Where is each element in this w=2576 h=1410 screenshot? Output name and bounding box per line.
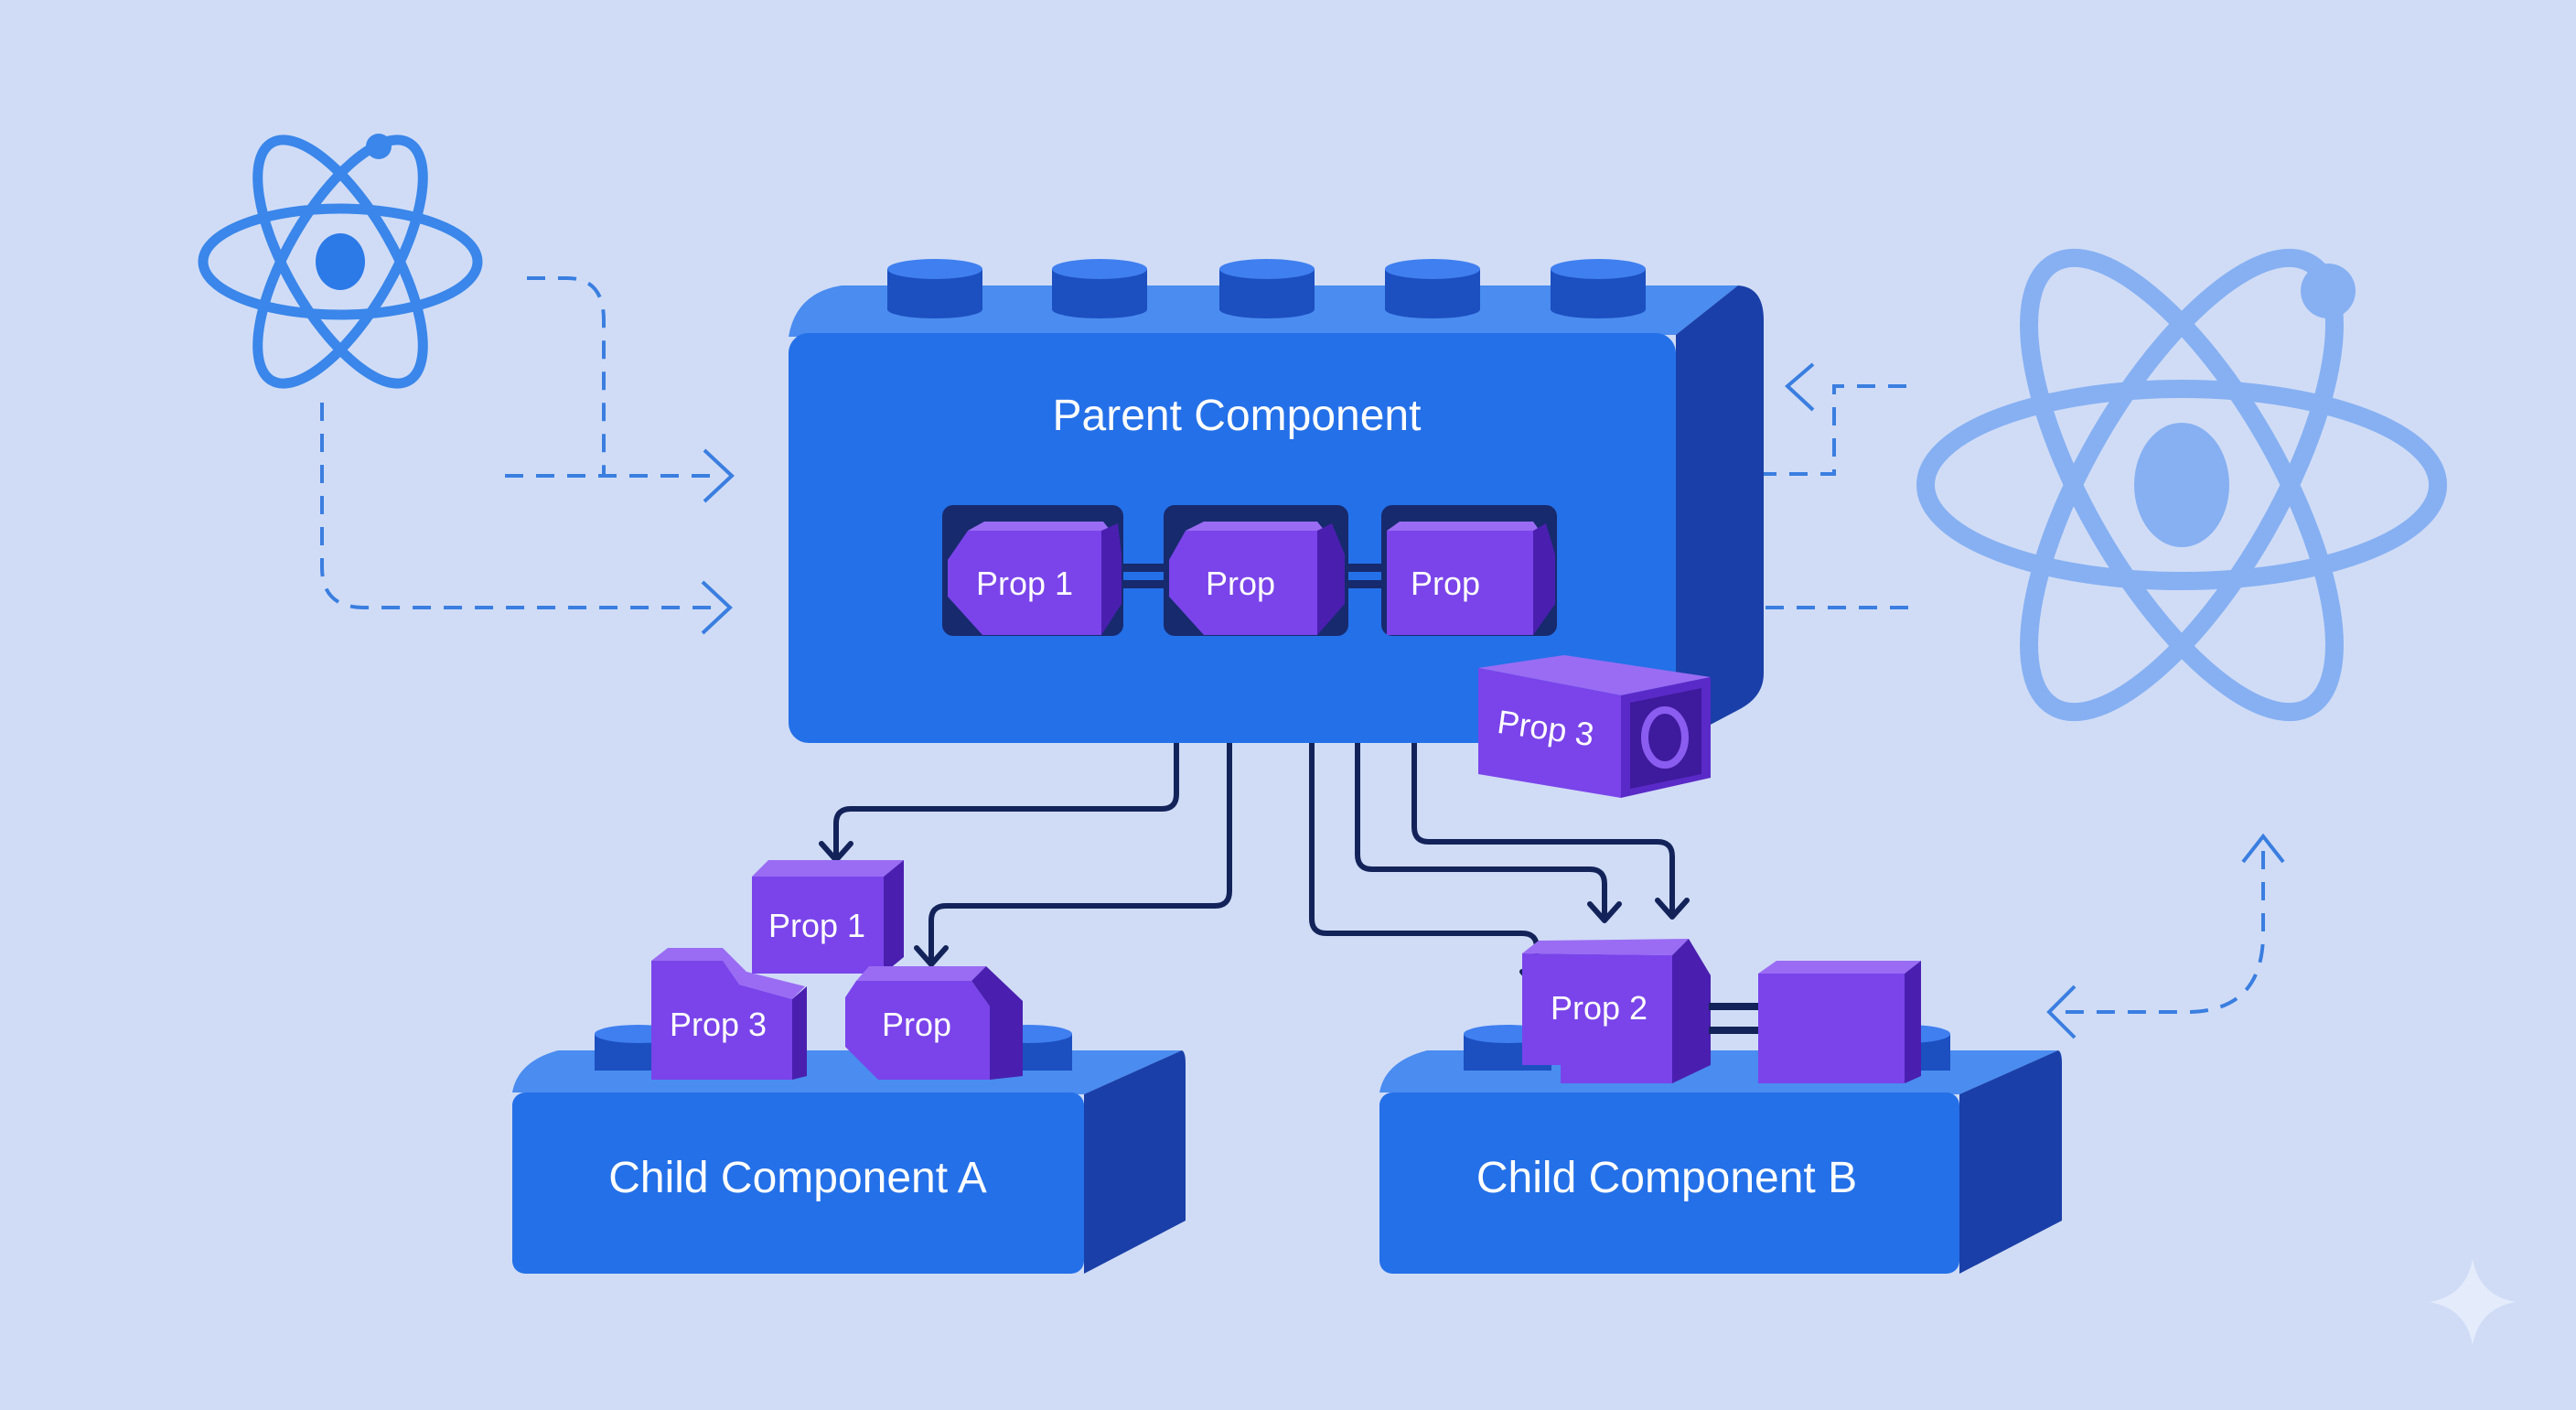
prop-top	[856, 966, 986, 981]
connector-line	[1355, 743, 1607, 917]
arrowhead-left-icon	[1784, 362, 1815, 412]
prop-front	[1169, 531, 1317, 635]
prop-side	[792, 986, 807, 1080]
atom-nucleus	[316, 233, 365, 290]
stud	[887, 259, 982, 318]
stud	[1551, 259, 1646, 318]
prop-front	[1478, 668, 1621, 798]
prop-connector	[1709, 1027, 1760, 1034]
prop-side	[884, 860, 904, 974]
dashed-arrowheads-left	[701, 448, 735, 635]
connector-line	[1411, 743, 1675, 913]
child-component-a-block[interactable]: Prop 3 Prop 1 Prop Child Component A	[512, 860, 1186, 1274]
atom-orbit	[252, 135, 428, 389]
prop-front	[948, 531, 1101, 635]
connector-line	[833, 743, 1179, 856]
prop-label: Prop	[1206, 565, 1275, 602]
prop-side	[1533, 523, 1555, 635]
stud	[1219, 259, 1315, 318]
child-b-prop-empty[interactable]	[1758, 961, 1921, 1083]
prop-side	[1317, 523, 1345, 635]
prop-front	[1758, 974, 1905, 1083]
socket-ring-icon	[1641, 706, 1689, 769]
child-a-prop-1[interactable]: Prop 1	[752, 860, 904, 974]
parent-component-label: Parent Component	[1053, 392, 1422, 440]
parent-prop-1[interactable]: Prop 1	[948, 522, 1122, 635]
connector-line	[1309, 743, 1540, 985]
sparkle-icon	[2430, 1259, 2516, 1345]
parent-prop-3[interactable]: Prop	[1387, 522, 1555, 635]
prop-top	[752, 860, 904, 877]
dashed-flow-left	[320, 276, 723, 609]
parent-component-block[interactable]: Parent Component Prop 1 Prop	[789, 259, 1764, 743]
atom-nucleus	[2134, 423, 2229, 547]
connector-line	[928, 743, 1232, 961]
child-a-prop-2[interactable]: Prop	[845, 966, 1023, 1080]
atom-electron	[366, 134, 392, 159]
stud	[1052, 259, 1147, 318]
dashed-path-top	[505, 276, 723, 478]
dashed-path-loop	[2058, 851, 2265, 1014]
child-component-a-label: Child Component A	[608, 1154, 987, 1202]
detached-prop-3[interactable]: Prop 3	[1478, 655, 1711, 798]
prop-front	[651, 961, 792, 1080]
block-front-face	[1379, 1092, 1959, 1274]
arrowhead-down-icon	[914, 945, 949, 967]
prop-side	[1672, 939, 1711, 1083]
prop-front	[1387, 531, 1533, 635]
prop-side	[1905, 961, 1921, 1083]
prop-connector	[1709, 1003, 1760, 1010]
prop-front	[752, 877, 884, 974]
stud	[1385, 259, 1480, 318]
child-b-prop-2[interactable]: Prop 2	[1522, 939, 1711, 1083]
slot-connector	[1332, 564, 1396, 572]
arrowhead-up-icon	[2241, 833, 2285, 864]
parent-prop-2[interactable]: Prop	[1169, 522, 1345, 635]
prop-front	[845, 981, 990, 1080]
atom-electron	[2301, 264, 2356, 318]
prop-top	[1478, 655, 1711, 695]
atom-orbit	[1916, 380, 2447, 590]
child-component-b-label: Child Component B	[1476, 1154, 1857, 1202]
atom-orbit	[252, 135, 428, 389]
block-studs	[887, 259, 1646, 318]
atom-orbit	[198, 203, 483, 320]
prop-front	[1522, 953, 1672, 1083]
block-side-face	[1084, 1050, 1186, 1274]
prop-connectors	[833, 743, 1675, 985]
prop-label: Prop 3	[670, 1006, 767, 1043]
block-side-face	[1959, 1050, 2062, 1274]
prop-top	[1522, 939, 1689, 955]
arrowhead-left-icon	[2046, 985, 2077, 1039]
block-front-face	[512, 1092, 1084, 1274]
atom-orbit	[2020, 248, 2344, 722]
prop-label: Prop 2	[1551, 989, 1648, 1027]
atom-orbit	[2020, 248, 2344, 722]
slot-connector	[1107, 580, 1180, 588]
react-atom-icon-left	[198, 134, 483, 389]
arrowhead-down-icon	[1655, 898, 1690, 920]
prop-side	[1101, 523, 1122, 635]
prop-label: Prop	[882, 1006, 951, 1043]
dashed-path-bottom	[320, 403, 723, 609]
slot-connector	[1332, 580, 1396, 588]
prop-side	[971, 966, 1023, 1080]
prop-label: Prop 1	[768, 907, 865, 944]
block-side-face	[1676, 285, 1764, 743]
react-atom-icon-right	[1916, 248, 2447, 722]
child-a-prop-3[interactable]: Prop 3	[651, 948, 807, 1080]
prop-top	[1758, 961, 1921, 974]
prop-socket	[1630, 688, 1701, 789]
child-component-b-block[interactable]: Prop 2 Child Component B	[1379, 939, 2062, 1274]
dashed-arrowheads-right	[1784, 362, 2285, 1039]
arrowhead-right-icon	[701, 580, 733, 635]
prop-label: Prop 1	[976, 565, 1073, 602]
arrowhead-right-icon	[703, 448, 735, 503]
arrowhead-down-icon	[1587, 901, 1622, 923]
slot-connector	[1107, 564, 1180, 572]
prop-label: Prop	[1411, 565, 1480, 602]
